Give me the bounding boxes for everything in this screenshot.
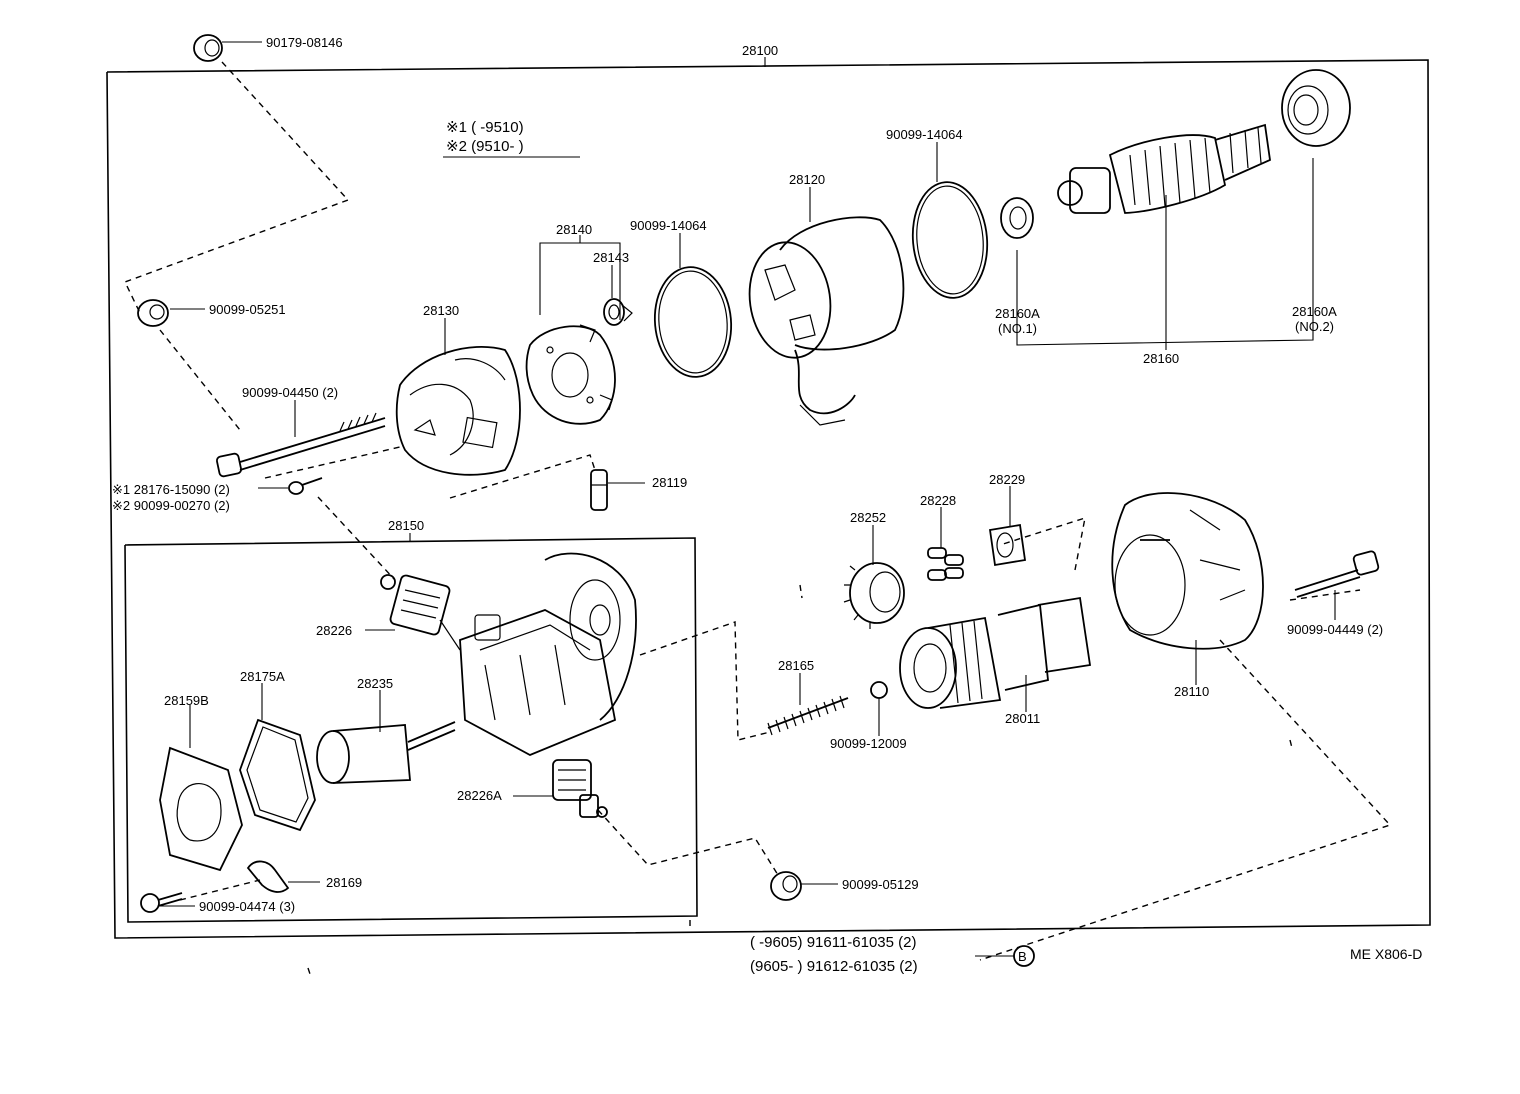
part-28140-brush-holder[interactable] — [525, 324, 616, 425]
label-28235: 28235 — [357, 676, 393, 691]
frame-28100 — [106, 59, 1431, 939]
label-90099-12009: 90099-12009 — [830, 736, 907, 751]
label-28160: 28160 — [1143, 351, 1179, 366]
diagram-ref-code: ME X806-D — [1350, 946, 1422, 962]
part-28120-yoke[interactable] — [742, 216, 905, 426]
part-28175A-gasket[interactable] — [239, 718, 316, 832]
label-28120: 28120 — [789, 172, 825, 187]
label-28226: 28226 — [316, 623, 352, 638]
part-28226A-terminal[interactable] — [552, 759, 608, 818]
label-28130: 28130 — [423, 303, 459, 318]
label-90099-04474: 90099-04474 (3) — [199, 899, 295, 914]
legend-notes: ※1 ( -9510) ※2 (9510- ) — [446, 119, 524, 155]
part-labels: 90179-08146 28100 90099-05251 28130 2814… — [112, 35, 1383, 914]
part-28143-bearing[interactable] — [603, 298, 633, 326]
part-28176-screw[interactable] — [288, 477, 323, 495]
frame-28150 — [124, 537, 698, 923]
label-28252: 28252 — [850, 510, 886, 525]
part-28160-armature[interactable] — [1057, 123, 1271, 214]
label-90099-00270: ※2 90099-00270 (2) — [112, 498, 230, 513]
label-28160A-no1-sub: (NO.1) — [998, 321, 1037, 336]
part-28165-spring[interactable] — [767, 695, 849, 736]
label-90099-05129: 90099-05129 — [842, 877, 919, 892]
label-28160A-no2-sub: (NO.2) — [1295, 319, 1334, 334]
label-28110: 28110 — [1174, 684, 1209, 699]
part-28160A-no1-bearing[interactable] — [1000, 197, 1034, 239]
legend-note-2: ※2 (9510- ) — [446, 138, 524, 155]
label-28176-15090: ※1 28176-15090 (2) — [112, 482, 230, 497]
part-28229-retainer[interactable] — [988, 523, 1027, 567]
label-28140: 28140 — [556, 222, 592, 237]
part-90099-14064-oring-b[interactable] — [908, 179, 992, 301]
label-90099-14064-a: 90099-14064 — [630, 218, 707, 233]
part-90099-12009-ball[interactable] — [870, 681, 888, 699]
leader-lines — [160, 41, 1336, 957]
part-28110-housing[interactable] — [1111, 492, 1264, 650]
label-90099-04450: 90099-04450 (2) — [242, 385, 338, 400]
label-90099-05251: 90099-05251 — [209, 302, 286, 317]
part-90099-04450-bolt[interactable] — [216, 412, 386, 478]
label-28165: 28165 — [778, 658, 814, 673]
part-28011-clutch[interactable] — [899, 596, 1092, 709]
part-28235-plunger[interactable] — [316, 721, 456, 784]
part-28228-rollers[interactable] — [927, 547, 964, 581]
legend-note-1: ※1 ( -9510) — [446, 119, 524, 136]
part-28160A-no2-bearing[interactable] — [1281, 69, 1351, 147]
assembly-frames — [106, 57, 1431, 939]
part-90179-08146[interactable] — [193, 34, 223, 62]
part-28226-terminal[interactable] — [380, 574, 461, 651]
label-28150: 28150 — [388, 518, 424, 533]
label-28100: 28100 — [742, 43, 778, 58]
part-28252-gear[interactable] — [843, 562, 905, 629]
assembly-dashed-lines — [124, 61, 1392, 975]
footer: ( -9605) 91611-61035 (2) (9605- ) 91612-… — [750, 934, 1422, 975]
label-90099-14064-b: 90099-14064 — [886, 127, 963, 142]
label-28175A: 28175A — [240, 669, 285, 684]
label-28119: 28119 — [652, 475, 687, 490]
part-28119[interactable] — [590, 469, 608, 511]
label-28169: 28169 — [326, 875, 362, 890]
part-90099-04449-bolt[interactable] — [1294, 550, 1380, 598]
label-90179-08146: 90179-08146 — [266, 35, 343, 50]
footer-line-2: (9605- ) 91612-61035 (2) — [750, 958, 918, 975]
ref-circle-letter: B — [1018, 949, 1027, 964]
bracket-28160 — [1016, 158, 1314, 346]
part-90099-05129[interactable] — [770, 871, 802, 901]
label-28160A-no2: 28160A — [1292, 304, 1337, 319]
part-28150-housing[interactable] — [459, 552, 637, 756]
part-28169-clip[interactable] — [246, 860, 290, 893]
label-90099-04449: 90099-04449 (2) — [1287, 622, 1383, 637]
label-28160A-no1: 28160A — [995, 306, 1040, 321]
part-28130-end-frame[interactable] — [395, 346, 521, 476]
part-90099-05251[interactable] — [137, 299, 169, 327]
label-28228: 28228 — [920, 493, 956, 508]
footer-line-1: ( -9605) 91611-61035 (2) — [750, 934, 917, 951]
label-28159B: 28159B — [164, 693, 209, 708]
label-28011: 28011 — [1005, 711, 1040, 726]
label-28229: 28229 — [989, 472, 1025, 487]
part-90099-04474-screw[interactable] — [140, 892, 183, 913]
part-90099-14064-oring-a[interactable] — [650, 264, 735, 380]
part-28159B-cover[interactable] — [159, 746, 243, 872]
label-28226A: 28226A — [457, 788, 502, 803]
label-28143: 28143 — [593, 250, 629, 265]
